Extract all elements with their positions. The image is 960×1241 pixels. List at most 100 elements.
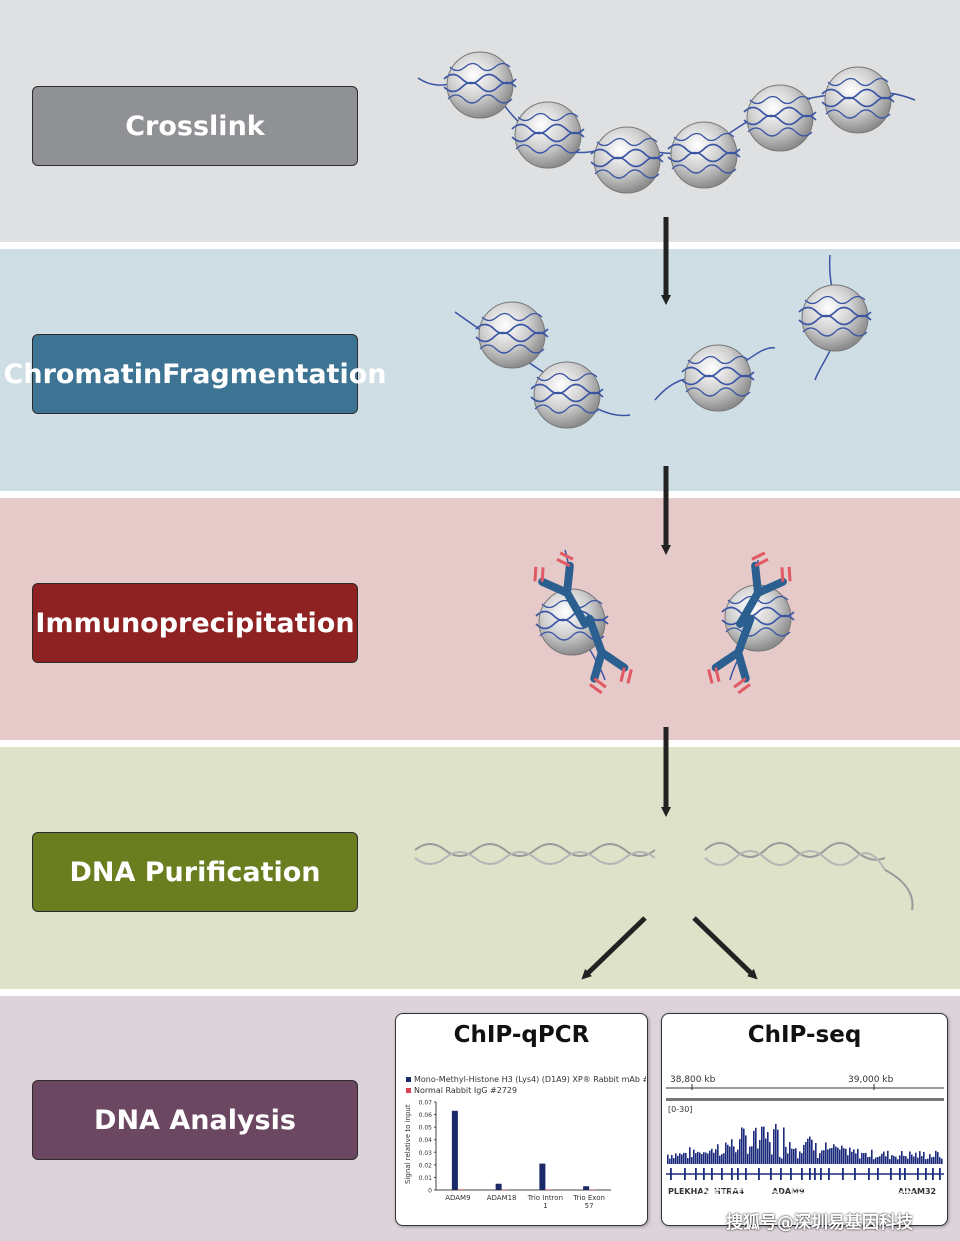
seq-exon [917, 1168, 919, 1180]
seq-signal-bar [937, 1152, 939, 1164]
seq-signal-bar [863, 1153, 865, 1164]
seq-exon [745, 1168, 747, 1180]
chip-seq-title: ChIP-seq [747, 1022, 862, 1048]
qpcr-y-axis-label: Signal relative to input [404, 1104, 412, 1184]
seq-signal-bar [713, 1152, 715, 1164]
y-tick-label: 0.07 [419, 1100, 433, 1107]
seq-signal-bar [703, 1152, 705, 1164]
seq-signal-bar [719, 1155, 721, 1164]
seq-signal-bar [697, 1151, 699, 1164]
seq-signal-bar [769, 1142, 771, 1164]
seq-signal-bar [907, 1158, 909, 1164]
seq-signal-bar [827, 1149, 829, 1164]
seq-signal-bar [925, 1159, 927, 1164]
seq-signal-bar [737, 1149, 739, 1164]
seq-signal-bar [767, 1132, 769, 1164]
seq-signal-bar [889, 1159, 891, 1164]
seq-range-label: [0-30] [668, 1105, 692, 1114]
seq-signal-bar [897, 1159, 899, 1164]
seq-signal-bar [727, 1144, 729, 1164]
seq-signal-bar [839, 1149, 841, 1164]
seq-signal-bar [933, 1156, 935, 1164]
qpcr-bar [589, 1189, 596, 1191]
seq-exon [842, 1168, 844, 1180]
seq-signal-bar [913, 1156, 915, 1164]
seq-signal-bar [865, 1152, 867, 1164]
seq-signal-bar [849, 1147, 851, 1164]
chip-seq-panel: ChIP-seq 38,800 kb 39,000 kb [0-30] PLEK… [661, 1013, 948, 1226]
seq-signal-bar [677, 1155, 679, 1164]
seq-signal-bar [809, 1136, 811, 1164]
seq-signal-bar [899, 1155, 901, 1164]
seq-signal-bar [805, 1141, 807, 1164]
seq-signal-track [667, 1123, 943, 1164]
seq-signal-bar [861, 1152, 863, 1164]
seq-signal-bar [797, 1158, 799, 1164]
seq-signal-bar [705, 1152, 707, 1164]
seq-signal-bar [831, 1148, 833, 1164]
seq-signal-bar [667, 1154, 669, 1164]
seq-signal-bar [749, 1146, 751, 1164]
y-tick-label: 0.05 [419, 1125, 433, 1132]
seq-signal-bar [799, 1151, 801, 1164]
seq-signal-bar [723, 1153, 725, 1164]
seq-exon [711, 1168, 713, 1180]
seq-signal-bar [885, 1156, 887, 1164]
seq-signal-bar [777, 1129, 779, 1164]
seq-signal-bar [825, 1142, 827, 1164]
seq-signal-bar [671, 1154, 673, 1164]
seq-signal-bar [873, 1159, 875, 1164]
seq-signal-bar [821, 1150, 823, 1164]
seq-signal-bar [771, 1154, 773, 1164]
seq-signal-bar [741, 1127, 743, 1164]
seq-signal-bar [711, 1148, 713, 1164]
x-tick-label: 57 [585, 1202, 594, 1210]
seq-signal-bar [843, 1148, 845, 1164]
seq-exon [814, 1168, 816, 1180]
seq-signal-bar [817, 1157, 819, 1164]
seq-signal-bar [857, 1148, 859, 1164]
seq-signal-bar [745, 1135, 747, 1164]
seq-signal-bar [939, 1157, 941, 1164]
seq-signal-bar [781, 1158, 783, 1164]
seq-signal-bar [669, 1158, 671, 1164]
seq-signal-bar [879, 1156, 881, 1164]
seq-exon [932, 1168, 934, 1180]
seq-signal-bar [765, 1138, 767, 1164]
seq-gene-exons [670, 1168, 941, 1180]
seq-signal-bar [747, 1153, 749, 1164]
y-tick-label: 0.02 [419, 1162, 433, 1169]
seq-signal-bar [811, 1139, 813, 1164]
seq-signal-bar [735, 1152, 737, 1164]
seq-signal-bar [715, 1149, 717, 1164]
seq-signal-bar [675, 1153, 677, 1164]
seq-signal-bar [683, 1152, 685, 1164]
watermark-sohu: 搜狐号@深圳易基因科技 [726, 1213, 913, 1233]
qpcr-bar [501, 1189, 508, 1191]
seq-signal-bar [869, 1156, 871, 1164]
seq-signal-bar [779, 1157, 781, 1164]
seq-signal-bar [709, 1150, 711, 1164]
step-label-crosslink: Crosslink [32, 86, 358, 166]
watermark-zhihu: 知乎 @易基因科技 [700, 1186, 917, 1216]
seq-signal-bar [909, 1151, 911, 1164]
seq-signal-bar [875, 1157, 877, 1164]
seq-signal-bar [931, 1157, 933, 1164]
seq-signal-bar [757, 1148, 759, 1164]
seq-exon [939, 1168, 941, 1180]
seq-signal-bar [695, 1153, 697, 1164]
y-tick-label: 0.03 [419, 1150, 433, 1157]
seq-signal-bar [833, 1144, 835, 1164]
seq-signal-bar [823, 1150, 825, 1164]
seq-exon [877, 1168, 879, 1180]
seq-signal-bar [911, 1154, 913, 1164]
seq-exon [801, 1168, 803, 1180]
y-tick-label: 0.01 [419, 1175, 433, 1182]
seq-exon [703, 1168, 705, 1180]
chip-qpcr-panel: ChIP-qPCR Mono-Methyl-Histone H3 (Lys4) … [395, 1013, 648, 1226]
seq-signal-bar [707, 1153, 709, 1164]
seq-signal-bar [837, 1147, 839, 1164]
x-tick-label: Trio Exon [572, 1194, 605, 1202]
seq-signal-bar [701, 1154, 703, 1164]
